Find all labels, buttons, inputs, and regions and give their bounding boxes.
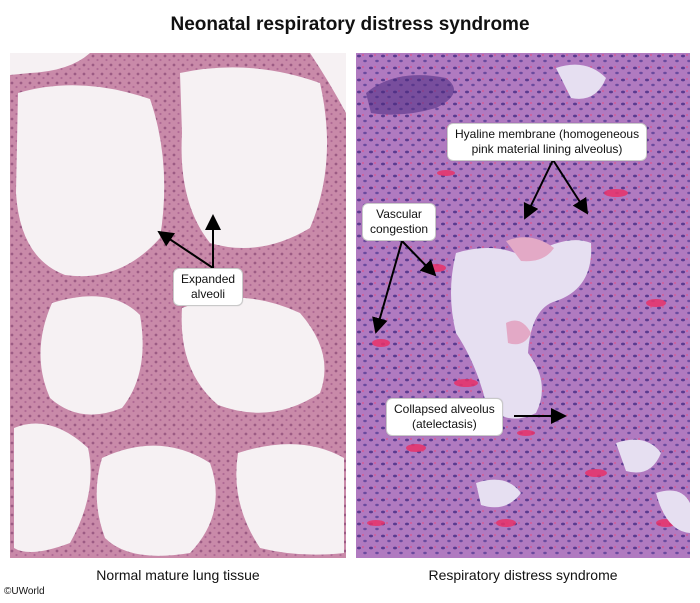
- caption-normal: Normal mature lung tissue: [96, 567, 260, 583]
- label-hyaline-membrane: Hyaline membrane (homogeneous pink mater…: [447, 123, 648, 161]
- label-text-line: (atelectasis): [412, 417, 477, 431]
- figure-title: Neonatal respiratory distress syndrome: [170, 14, 530, 35]
- label-text-line: alveoli: [191, 287, 226, 301]
- label-collapsed-alveolus: Collapsed alveolus (atelectasis): [386, 398, 503, 436]
- label-text-line: congestion: [370, 222, 429, 236]
- normal-lung-image: [10, 53, 346, 558]
- label-vascular-congestion: Vascular congestion: [362, 203, 437, 241]
- label-expanded-alveoli: Expanded alveoli: [173, 268, 244, 306]
- label-text-line: pink material lining alveolus): [471, 142, 623, 156]
- label-text-line: Vascular: [376, 207, 422, 221]
- label-text-line: Expanded: [181, 272, 236, 286]
- copyright-notice: ©UWorld: [4, 586, 45, 597]
- label-text-line: Collapsed alveolus: [394, 402, 495, 416]
- label-text-line: Hyaline membrane (homogeneous: [455, 127, 640, 141]
- caption-rds: Respiratory distress syndrome: [428, 567, 618, 583]
